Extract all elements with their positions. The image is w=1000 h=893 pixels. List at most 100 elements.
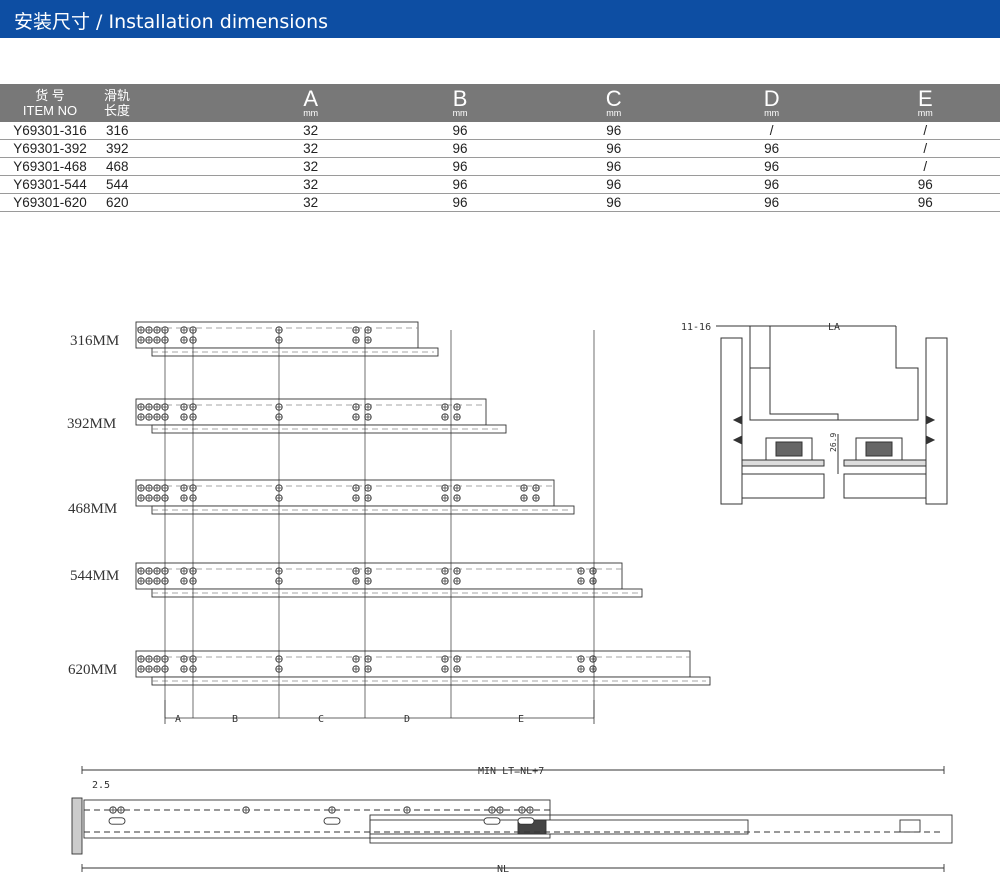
mount-hole [441,655,449,663]
mount-hole [441,413,449,421]
rail-label-468: 468MM [68,501,117,517]
table-row: Y69301-316 316 32 96 96 / / [0,122,1000,140]
mount-hole [352,326,360,334]
mount-hole [364,326,372,334]
mount-hole [180,403,188,411]
side-hole [328,806,336,814]
mount-hole [352,665,360,673]
mount-hole [145,484,153,492]
mount-hole [145,336,153,344]
side-hole [518,806,526,814]
mount-hole [180,326,188,334]
mount-hole [589,567,597,575]
mount-hole [577,655,585,663]
spacing-dimension-chain [164,700,595,724]
mount-hole [441,403,449,411]
page-title: 安装尺寸 / Installation dimensions [14,11,329,33]
rail-elevations [135,321,711,718]
mount-hole [577,567,585,575]
mount-hole [180,577,188,585]
mount-hole [441,567,449,575]
offset-label: 2.5 [92,780,110,791]
height-label: 26.9 [829,433,838,452]
rail-label-392: 392MM [67,416,116,432]
mount-hole [453,413,461,421]
mount-hole [364,665,372,673]
mount-hole [364,494,372,502]
mount-hole [364,413,372,421]
mount-hole [352,413,360,421]
mount-hole [153,665,161,673]
col-rail-length: 滑轨 长度 [100,84,236,122]
mount-hole [145,577,153,585]
mount-hole [153,567,161,575]
mount-hole [153,494,161,502]
side-hole [488,806,496,814]
mount-hole [145,413,153,421]
dim-label-b: B [232,714,238,725]
mount-hole [180,484,188,492]
mount-hole [137,403,145,411]
mount-hole [364,403,372,411]
mount-hole [532,484,540,492]
mount-hole [180,336,188,344]
mount-hole [145,655,153,663]
side-slot [517,817,535,825]
mount-hole [145,567,153,575]
mount-hole [137,494,145,502]
mount-hole [577,665,585,673]
mount-hole [453,494,461,502]
mount-hole [180,655,188,663]
mount-hole [153,326,161,334]
mount-hole [589,655,597,663]
mount-hole [453,665,461,673]
mount-hole [145,403,153,411]
mount-hole [364,336,372,344]
mount-hole [352,403,360,411]
min-length-label: MIN LT=NL+7 [478,766,544,777]
mount-hole [453,403,461,411]
mount-hole [441,665,449,673]
mount-hole [145,494,153,502]
mount-hole [453,484,461,492]
mount-hole [520,484,528,492]
mount-hole [453,655,461,663]
mount-hole [137,413,145,421]
mount-hole [145,665,153,673]
side-hole [496,806,504,814]
mount-hole [153,413,161,421]
rail-2 [135,398,507,434]
mount-hole [577,577,585,585]
side-hole [526,806,534,814]
mount-hole [364,567,372,575]
mount-hole [153,577,161,585]
header-banner: 安装尺寸 / Installation dimensions [0,0,1000,38]
dim-label-c: C [318,714,324,725]
mount-hole [153,403,161,411]
rail-label-620: 620MM [68,662,117,678]
mount-hole [532,494,540,502]
mount-hole [137,326,145,334]
rail-3 [135,479,575,515]
mount-hole [137,655,145,663]
rail-1 [135,321,439,357]
rail-5 [135,650,711,686]
width-label: LA [828,322,840,333]
table-row: Y69301-544 544 32 96 96 96 96 [0,175,1000,194]
side-slot [108,817,126,825]
dim-label-e: E [518,714,524,725]
mount-hole [352,336,360,344]
mount-hole [364,577,372,585]
mount-hole [145,326,153,334]
dim-label-a: A [175,714,181,725]
dim-label-d: D [404,714,410,725]
mount-hole [180,494,188,502]
mount-hole [441,494,449,502]
mount-hole [453,577,461,585]
